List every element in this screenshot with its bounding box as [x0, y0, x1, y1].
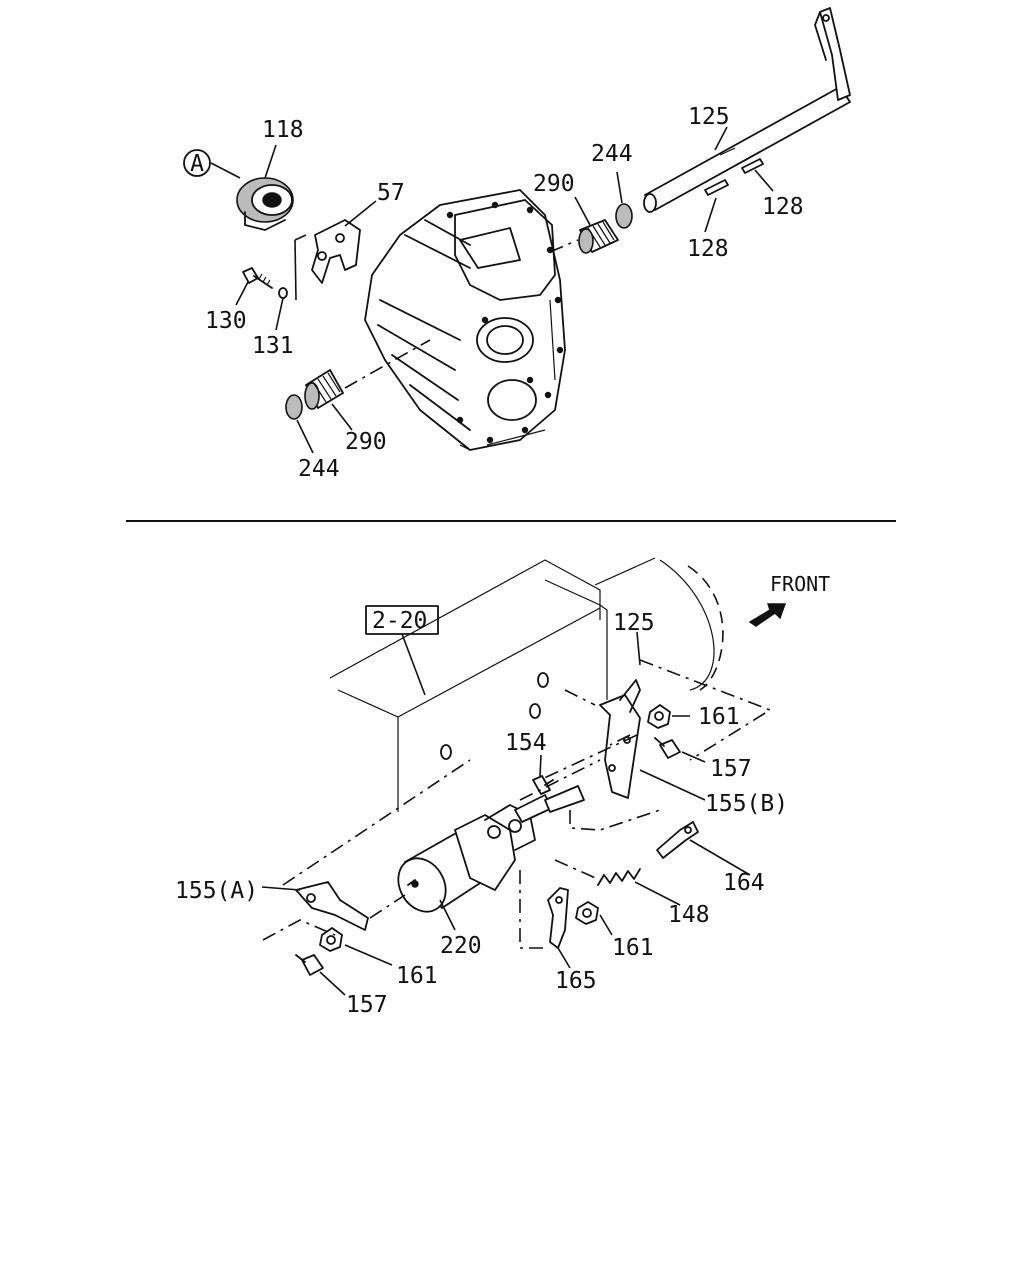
- callout-244-lower: 244: [298, 456, 340, 482]
- needle-bearing-upper: [578, 219, 619, 254]
- callout-128-left: 128: [687, 236, 729, 262]
- callout-154: 154: [505, 730, 547, 756]
- washer-131: [278, 287, 288, 299]
- needle-bearing-lower: [304, 369, 344, 410]
- release-bearing: [236, 177, 294, 231]
- callout-118: 118: [262, 117, 304, 143]
- bottom-assembly-view: 2-20 FRONT: [175, 557, 830, 1018]
- callout-220: 220: [440, 933, 482, 959]
- reference-a: A: [190, 151, 204, 177]
- callout-290-lower: 290: [345, 429, 387, 455]
- section-ref-label: 2-20: [372, 608, 427, 634]
- callout-128-right: 128: [762, 194, 804, 220]
- bolt-130: [242, 267, 273, 289]
- bolt-157-low: [295, 954, 324, 976]
- callout-148: 148: [668, 902, 710, 928]
- cross-shaft: [643, 7, 851, 213]
- nut-161-left: [319, 927, 343, 952]
- top-exploded-view: A 118 57 130 131 290 244 125 128 128 290…: [183, 7, 851, 482]
- key-128-left: [704, 179, 729, 196]
- nut-161-low: [575, 901, 599, 925]
- front-label: FRONT: [770, 572, 830, 596]
- callout-157-top: 157: [710, 756, 752, 782]
- bolt-157-top: [654, 737, 681, 759]
- seal-upper: [615, 203, 633, 229]
- callout-155b: 155(B): [705, 791, 788, 817]
- callout-165: 165: [555, 968, 597, 994]
- reference-a-circle: [183, 149, 211, 177]
- transmission-outline: [329, 557, 724, 812]
- clutch-booster: [397, 785, 585, 913]
- callout-125-bottom: 125: [613, 610, 655, 636]
- key-128-right: [741, 158, 764, 174]
- bracket-155a: [295, 881, 369, 931]
- callout-131: 131: [252, 333, 294, 359]
- callout-290-upper: 290: [533, 171, 575, 197]
- seal-lower: [285, 394, 303, 420]
- callout-130: 130: [205, 308, 247, 334]
- spring-148: [597, 868, 641, 886]
- callout-164: 164: [723, 870, 765, 896]
- clutch-housing: [364, 189, 566, 451]
- link-164: [656, 821, 699, 859]
- bracket-165: [547, 887, 569, 949]
- shift-fork: [311, 219, 361, 284]
- callout-161-mid: 161: [612, 935, 654, 961]
- bracket-155b: [599, 679, 641, 799]
- callout-125-top: 125: [688, 104, 730, 130]
- fitting-154: [532, 775, 554, 795]
- nut-161-top: [647, 704, 671, 729]
- callout-244-upper: 244: [591, 141, 633, 167]
- callout-57: 57: [377, 180, 405, 206]
- callout-157-low: 157: [346, 992, 388, 1018]
- callout-161-low: 161: [396, 963, 438, 989]
- front-arrow-icon: [748, 603, 786, 627]
- callout-155a: 155(A): [175, 878, 258, 904]
- callout-161-top: 161: [698, 704, 740, 730]
